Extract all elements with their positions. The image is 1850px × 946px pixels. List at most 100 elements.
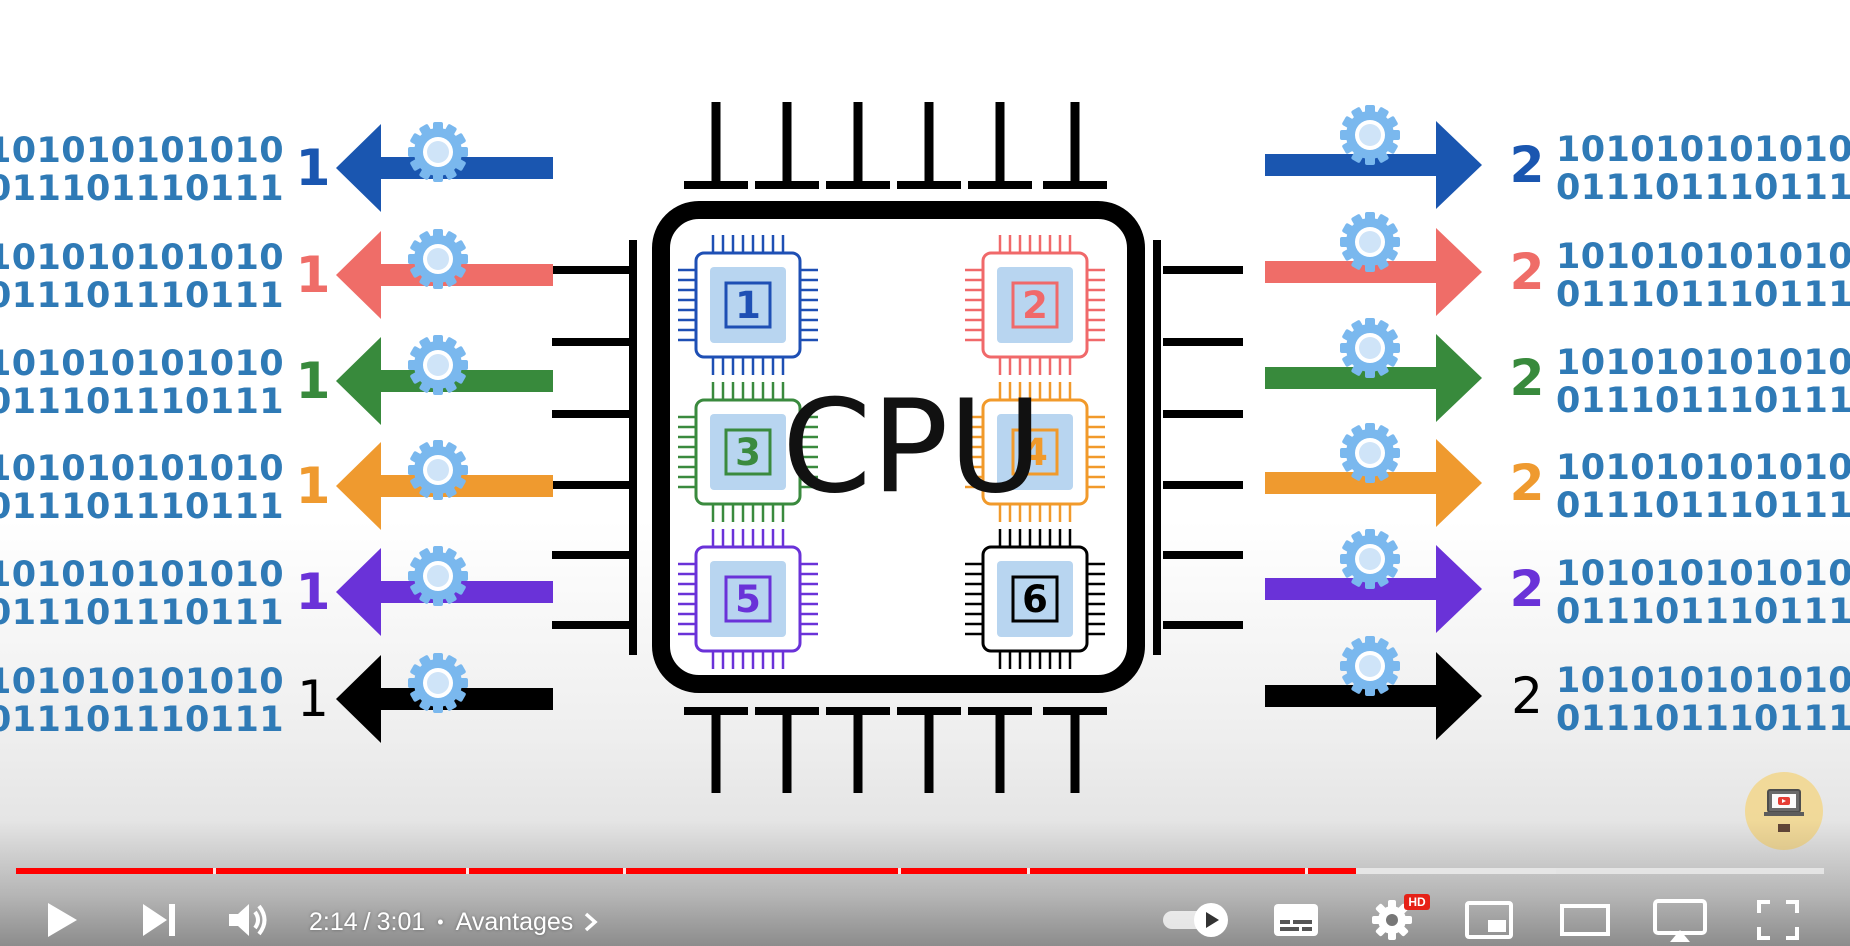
gear-icon — [1340, 529, 1400, 589]
core-number: 4 — [1022, 431, 1048, 474]
chevron-right-icon — [585, 912, 598, 932]
subtitles-icon — [1274, 904, 1318, 936]
current-time: 2:14 — [309, 907, 358, 936]
cpu-pins — [552, 102, 1243, 793]
stream-label: 1 — [297, 670, 329, 728]
binary-line: 10101010101010 — [1556, 130, 1850, 170]
right-data-stream: 2 1010101010101001110111011101 — [1265, 318, 1850, 422]
play-icon — [48, 903, 77, 937]
gear-icon — [1372, 900, 1412, 940]
right-data-stream: 21010101010101001110111011101 — [1265, 212, 1850, 316]
core-number: 3 — [735, 431, 761, 474]
right-data-stream: 2 1010101010101001110111011101 — [1265, 423, 1850, 527]
binary-line: 01110111011101 — [1556, 486, 1850, 526]
channel-watermark-icon[interactable] — [1745, 772, 1823, 850]
gear-icon — [1340, 212, 1400, 272]
stream-label: 2 — [1510, 136, 1545, 194]
left-data-stream: 11010101010101011011101110111 — [0, 546, 553, 636]
cpu-core: 5 — [678, 529, 818, 669]
fullscreen-button[interactable] — [1752, 896, 1804, 944]
binary-line: 01110111011101 — [1556, 381, 1850, 421]
core-number: 6 — [1022, 578, 1048, 621]
binary-line: 11011101110111 — [0, 276, 284, 316]
chapter-marker — [466, 868, 470, 874]
stream-label: 2 — [1510, 454, 1545, 512]
miniplayer-button[interactable] — [1462, 896, 1516, 944]
autoplay-toggle[interactable] — [1160, 896, 1232, 944]
gear-icon — [1340, 636, 1400, 696]
binary-line: 11011101110111 — [0, 169, 284, 209]
progress-played — [16, 868, 1356, 874]
play-button[interactable] — [38, 896, 86, 944]
volume-button[interactable] — [224, 896, 274, 944]
cpu-core: 4 — [965, 382, 1105, 522]
right-data-stream: 21010101010101001110111011101 — [1265, 105, 1850, 209]
binary-line: 10101010101010 — [1556, 661, 1850, 701]
binary-line: 10101010101010 — [0, 555, 284, 595]
stream-label: 1 — [296, 246, 331, 304]
cpu-label: CPU — [782, 373, 1042, 522]
left-data-stream: 11010101010101011011101110111 — [0, 122, 553, 212]
binary-line: 01110111011101 — [1556, 275, 1850, 315]
hd-badge: HD — [1404, 894, 1430, 910]
right-data-stream: 21010101010101001110111011101 — [1265, 529, 1850, 633]
stream-label: 2 — [1510, 243, 1545, 301]
left-data-stream: 1 1010101010101011011101110111 — [0, 440, 553, 530]
data-streams: 1101010101010101101110111011111010101010… — [0, 105, 1850, 743]
cpu-core: 1 — [678, 235, 818, 375]
binary-line: 10101010101010 — [0, 238, 284, 278]
binary-line: 10101010101010 — [1556, 448, 1850, 488]
gear-icon — [1340, 423, 1400, 483]
time-separator: / — [363, 907, 371, 936]
binary-line: 10101010101010 — [0, 131, 284, 171]
progress-bar[interactable] — [16, 868, 1824, 874]
chapter-title-button[interactable]: Avantages — [456, 908, 600, 937]
stream-label: 2 — [1511, 667, 1543, 725]
chapter-marker — [213, 868, 217, 874]
binary-line: 10101010101010 — [0, 449, 284, 489]
volume-icon — [229, 904, 267, 936]
cast-button[interactable] — [1652, 896, 1708, 944]
chapter-title: Avantages — [455, 907, 574, 936]
cast-icon — [1653, 899, 1707, 942]
duration: 3:01 — [376, 907, 426, 936]
chapter-marker — [1026, 868, 1030, 874]
binary-line: 11011101110111 — [0, 487, 284, 527]
binary-line: 01110111011101 — [1556, 592, 1850, 632]
theater-mode-icon — [1560, 904, 1610, 936]
core-number: 2 — [1022, 284, 1048, 327]
core-number: 5 — [735, 578, 761, 621]
stream-label: 2 — [1510, 349, 1545, 407]
gear-icon — [408, 546, 468, 606]
subtitles-button[interactable] — [1270, 896, 1322, 944]
gear-icon — [408, 440, 468, 500]
autoplay-toggle-icon — [1163, 903, 1228, 937]
binary-line: 01110111011101 — [1556, 699, 1850, 739]
right-data-stream: 2 1010101010101001110111011101 — [1265, 636, 1850, 740]
cpu-core: 3 — [678, 382, 818, 522]
gear-icon — [408, 653, 468, 713]
binary-line: 11011101110111 — [0, 593, 284, 633]
chapter-marker — [1305, 868, 1309, 874]
binary-line: 11011101110111 — [0, 700, 284, 740]
stream-label: 2 — [1510, 560, 1545, 618]
stream-label: 1 — [296, 457, 331, 515]
miniplayer-icon — [1465, 901, 1513, 939]
gear-icon — [408, 122, 468, 182]
chapter-marker — [898, 868, 902, 874]
binary-line: 10101010101010 — [1556, 343, 1850, 383]
settings-button[interactable] — [1366, 896, 1418, 944]
theater-mode-button[interactable] — [1558, 896, 1612, 944]
gear-icon — [1340, 105, 1400, 165]
binary-line: 10101010101010 — [0, 344, 284, 384]
cpu-core: 6 — [965, 529, 1105, 669]
cpu-core: 2 — [965, 235, 1105, 375]
cpu-cores: 1 2 3 4 5 6 — [678, 235, 1105, 669]
binary-line: 11011101110111 — [0, 382, 284, 422]
chapter-marker — [623, 868, 627, 874]
next-button[interactable] — [134, 896, 184, 944]
left-data-stream: 11010101010101011011101110111 — [0, 335, 553, 425]
chapter-separator: • — [437, 911, 444, 932]
